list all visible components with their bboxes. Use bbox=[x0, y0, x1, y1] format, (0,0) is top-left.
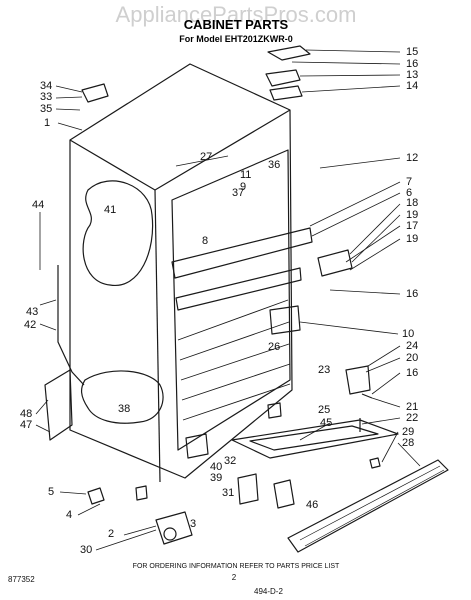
callout-label: 36 bbox=[268, 159, 280, 171]
watermark: AppliancePartsPros.com bbox=[116, 2, 357, 27]
base-grille-slots bbox=[299, 465, 445, 547]
side-bracket bbox=[44, 369, 73, 441]
callout-label: 46 bbox=[306, 499, 318, 511]
callout-label: 40 bbox=[210, 461, 222, 473]
hinge-pin-block bbox=[267, 402, 282, 419]
callout-label: 3 bbox=[190, 518, 196, 530]
callout-label: 16 bbox=[406, 367, 418, 379]
callout-label: 16 bbox=[406, 58, 418, 70]
callout-label: 32 bbox=[224, 455, 236, 467]
front-leg-bracket bbox=[185, 433, 209, 459]
floor-ribs bbox=[177, 299, 291, 421]
small-clip bbox=[135, 485, 148, 501]
callout-label: 45 bbox=[320, 417, 332, 429]
doc-number: 877352 bbox=[8, 575, 35, 584]
center-hinge bbox=[317, 249, 353, 277]
cabinet-shell bbox=[69, 63, 293, 479]
ordering-note: FOR ORDERING INFORMATION REFER TO PARTS … bbox=[133, 563, 340, 570]
callout-label: 42 bbox=[24, 319, 36, 331]
hinge-shim bbox=[269, 85, 303, 101]
clip-29 bbox=[369, 457, 381, 469]
leveler-foot bbox=[87, 487, 105, 505]
callout-label: 6 bbox=[406, 187, 412, 199]
callout-label: 44 bbox=[32, 199, 44, 211]
callout-label: 48 bbox=[20, 408, 32, 420]
callout-label: 38 bbox=[118, 403, 130, 415]
callout-label: 47 bbox=[20, 419, 32, 431]
cabinet-inner-edge bbox=[171, 149, 291, 451]
callout-label: 9 bbox=[240, 181, 246, 193]
drain-pan-inner bbox=[249, 425, 379, 451]
callout-label: 18 bbox=[406, 197, 418, 209]
callout-label: 37 bbox=[232, 187, 244, 199]
leader-lines bbox=[35, 49, 421, 551]
page-number: 2 bbox=[232, 573, 237, 582]
cabinet-front-edge bbox=[154, 189, 161, 483]
hinge-cap bbox=[267, 45, 311, 61]
top-hinge bbox=[265, 69, 301, 87]
callout-label: 30 bbox=[80, 544, 92, 556]
callout-label: 4 bbox=[66, 509, 72, 521]
callout-label: 28 bbox=[402, 437, 414, 449]
callout-label: 39 bbox=[210, 472, 222, 484]
callout-labels: 1 2 3 4 5 6 7 8 9 10 11 12 13 14 15 16 1… bbox=[20, 46, 418, 556]
bottom-insulation-blob bbox=[81, 370, 164, 424]
date-code: 494-D-2 bbox=[254, 587, 283, 596]
drain-pan bbox=[231, 419, 399, 459]
callout-label: 25 bbox=[318, 404, 330, 416]
callout-label: 33 bbox=[40, 91, 52, 103]
lower-hinge-bracket bbox=[345, 365, 371, 395]
callout-label: 19 bbox=[406, 233, 418, 245]
callout-label: 8 bbox=[202, 235, 208, 247]
diagram-title: CABINET PARTS bbox=[184, 17, 289, 32]
callout-label: 5 bbox=[48, 486, 54, 498]
callout-label: 23 bbox=[318, 364, 330, 376]
callout-label: 16 bbox=[406, 288, 418, 300]
callout-label: 24 bbox=[406, 340, 418, 352]
model-number: For Model EHT201ZKWR-0 bbox=[179, 34, 293, 44]
top-grommet bbox=[81, 83, 109, 103]
callout-label: 34 bbox=[40, 80, 52, 92]
cabinet-top-edge bbox=[69, 109, 291, 191]
callout-label: 13 bbox=[406, 69, 418, 81]
callout-label: 17 bbox=[406, 220, 418, 232]
electrical-box bbox=[269, 305, 301, 335]
side-insulation-blob bbox=[82, 180, 154, 286]
side-wire bbox=[57, 265, 85, 386]
callout-label: 1 bbox=[44, 117, 50, 129]
rear-bracket bbox=[237, 473, 259, 505]
callout-label: 35 bbox=[40, 103, 52, 115]
callout-label: 12 bbox=[406, 152, 418, 164]
callout-label: 43 bbox=[26, 306, 38, 318]
callout-label: 11 bbox=[240, 169, 251, 181]
callout-label: 14 bbox=[406, 80, 418, 92]
callout-label: 10 bbox=[402, 328, 414, 340]
lower-divider-rail bbox=[175, 267, 302, 311]
base-grille bbox=[287, 459, 449, 553]
roller-bracket bbox=[155, 511, 193, 545]
callout-label: 41 bbox=[104, 204, 116, 216]
divider-rail bbox=[171, 227, 313, 279]
callout-label: 29 bbox=[402, 426, 414, 438]
callout-label: 19 bbox=[406, 209, 418, 221]
callout-label: 15 bbox=[406, 46, 418, 58]
callout-label: 7 bbox=[406, 176, 412, 188]
roller-wheel bbox=[163, 527, 177, 541]
callout-label: 2 bbox=[108, 528, 114, 540]
callout-label: 22 bbox=[406, 412, 418, 424]
callout-label: 31 bbox=[222, 487, 234, 499]
callout-label: 21 bbox=[406, 401, 418, 413]
callout-label: 26 bbox=[268, 341, 280, 353]
leg-bracket bbox=[273, 479, 295, 509]
callout-label: 20 bbox=[406, 352, 418, 364]
screw-21 bbox=[361, 393, 373, 399]
